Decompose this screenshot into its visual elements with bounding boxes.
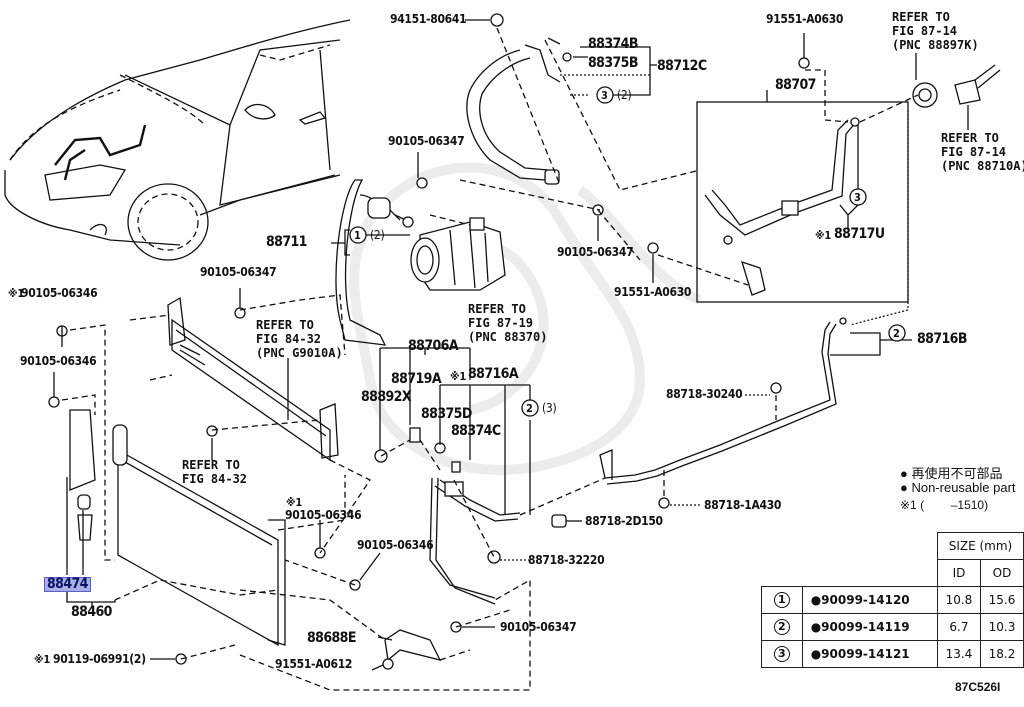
label-90119-06991[interactable]: 90119-06991(2): [53, 652, 146, 666]
pipe-88716A: [374, 427, 567, 605]
row-id: 13.4: [936, 640, 981, 668]
refer-to-fig-84-32-G9010A[interactable]: REFER TO FIG 84-32 (PNC G9010A): [256, 318, 343, 360]
callout-2: 2: [526, 402, 533, 415]
label-88374C[interactable]: 88374C: [451, 423, 501, 439]
refer-to-fig-87-14-88710A[interactable]: REFER TO FIG 87-14 (PNC 88710A): [941, 131, 1024, 173]
bracket-88688E: [384, 629, 442, 662]
o-ring-size-table: SIZE (mm) ID OD 1 ●90099-14120 10.8 15.6…: [761, 532, 1024, 668]
callout-3: 3: [854, 191, 861, 204]
label-90105-06346-star[interactable]: 90105-06346: [21, 286, 98, 300]
label-88375D[interactable]: 88375D: [421, 406, 472, 422]
refer-to-fig-84-32[interactable]: REFER TO FIG 84-32: [182, 458, 248, 486]
label-91551-A0612[interactable]: 91551-A0612: [275, 657, 353, 671]
row-part-number[interactable]: ●90099-14121: [801, 640, 938, 668]
row-ref: 2: [773, 619, 790, 635]
label-88711[interactable]: 88711: [266, 234, 307, 250]
label-88718-30240[interactable]: 88718-30240: [666, 387, 743, 401]
callout-markers: [349, 86, 906, 417]
pipe-88716B: [599, 317, 847, 485]
row-ref: 3: [773, 646, 790, 662]
hose-88711: [335, 179, 414, 346]
label-94151-80641[interactable]: 94151-80641: [390, 12, 467, 26]
label-91551-A0630-top[interactable]: 91551-A0630: [766, 12, 844, 26]
leader-lines: [53, 19, 969, 671]
legend-note-1: ※1 ( –1510): [900, 498, 989, 512]
callout-1: 1: [354, 229, 361, 242]
row-od: 10.3: [979, 613, 1024, 641]
label-88711-qty: (2): [370, 228, 385, 242]
callout-2: 2: [893, 327, 900, 340]
label-90105-06347-d[interactable]: 90105-06347: [500, 620, 577, 634]
label-90105-06347-c[interactable]: 90105-06347: [200, 265, 277, 279]
row-od: 15.6: [979, 586, 1024, 614]
size-header: SIZE (mm): [936, 532, 1024, 560]
hose-88712C: [466, 13, 572, 185]
label-90105-06347-b[interactable]: 90105-06347: [557, 245, 634, 259]
label-88718-1A430[interactable]: 88718-1A430: [704, 498, 782, 512]
note-mark-1: ※1: [286, 496, 302, 509]
row-part-number[interactable]: ●90099-14120: [801, 586, 938, 614]
callout-3: 3: [601, 89, 608, 102]
label-88892X[interactable]: 88892X: [361, 389, 412, 405]
condenser-88460: [69, 409, 286, 647]
label-88712C[interactable]: 88712C: [657, 58, 707, 74]
note-mark-1: ※1: [8, 287, 24, 300]
label-88375B[interactable]: 88375B: [588, 55, 638, 71]
table-row: 2 ●90099-14119 6.7 10.3: [761, 613, 1024, 641]
label-88374B[interactable]: 88374B: [588, 36, 638, 52]
note-mark-1: ※1: [450, 370, 466, 383]
note-mark-1: ※1: [34, 653, 50, 666]
pipe-88717U: [704, 117, 860, 296]
table-row: 1 ●90099-14120 10.8 15.6: [761, 586, 1024, 614]
figure-code: 87C526I: [955, 680, 1001, 694]
label-88716B[interactable]: 88716B: [917, 331, 967, 347]
col-od-header: OD: [979, 559, 1024, 587]
row-ref: 1: [773, 592, 790, 608]
col-id-header: ID: [936, 559, 981, 587]
assembly-88707-frame: [696, 101, 909, 303]
label-88718-2D150[interactable]: 88718-2D150: [585, 514, 663, 528]
assembly-dashed-lines: [61, 27, 919, 691]
legend-non-reusable-en: ● Non-reusable part: [900, 480, 1016, 495]
note-mark-1: ※1: [815, 229, 831, 242]
label-88460[interactable]: 88460: [71, 604, 112, 620]
label-90105-06346-c[interactable]: 90105-06346: [357, 538, 434, 552]
label-88718-32220[interactable]: 88718-32220: [528, 553, 605, 567]
label-88716A-qty: (3): [542, 401, 557, 415]
table-row: 3 ●90099-14121 13.4 18.2: [761, 640, 1024, 668]
label-90105-06347-a[interactable]: 90105-06347: [388, 134, 465, 148]
label-88688E[interactable]: 88688E: [307, 630, 356, 646]
label-88716A[interactable]: 88716A: [468, 366, 519, 382]
label-88719A[interactable]: 88719A: [391, 371, 442, 387]
label-90105-06346-b[interactable]: 90105-06346: [285, 508, 362, 522]
row-od: 18.2: [979, 640, 1024, 668]
legend-non-reusable-jp: ● 再使用不可部品: [900, 466, 1003, 481]
row-id: 6.7: [936, 613, 981, 641]
row-id: 10.8: [936, 586, 981, 614]
compressor: [410, 217, 506, 291]
label-88474-highlighted[interactable]: 88474: [44, 577, 91, 592]
label-88707[interactable]: 88707: [775, 77, 816, 93]
vehicle-outline: [4, 19, 351, 261]
label-88706A[interactable]: 88706A: [408, 338, 459, 354]
label-91551-A0630-mid[interactable]: 91551-A0630: [614, 285, 692, 299]
label-88712C-qty: (2): [617, 88, 632, 102]
label-88717U[interactable]: 88717U: [834, 226, 885, 242]
label-90105-06346-a[interactable]: 90105-06346: [20, 354, 97, 368]
refer-to-fig-87-14-88897K[interactable]: REFER TO FIG 87-14 (PNC 88897K): [892, 10, 979, 52]
row-part-number[interactable]: ●90099-14119: [801, 613, 938, 641]
refer-to-fig-87-19-88370[interactable]: REFER TO FIG 87-19 (PNC 88370): [468, 302, 548, 344]
